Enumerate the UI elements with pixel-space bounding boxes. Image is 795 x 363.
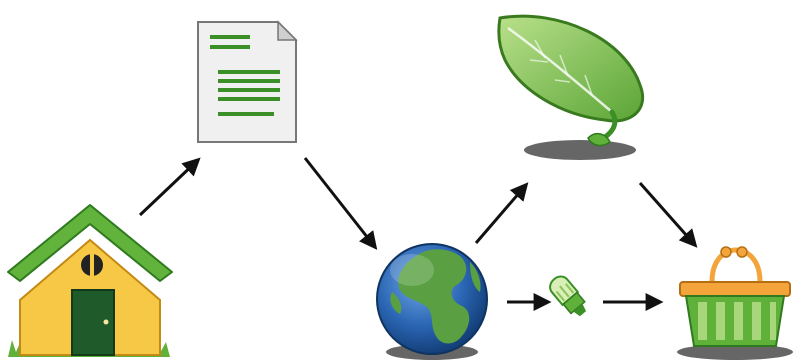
- edge-leaf-to-basket: [638, 182, 698, 248]
- house-icon: [7, 204, 173, 357]
- edge-house-to-document: [138, 157, 201, 217]
- edge-globe-to-leaf: [474, 182, 529, 244]
- shopping-basket-icon: [677, 246, 793, 360]
- document-icon: [197, 20, 298, 143]
- leaf-icon: [497, 14, 644, 160]
- edge-document-to-globe: [303, 157, 378, 250]
- diagram-edges: [138, 157, 698, 311]
- globe-icon: [376, 243, 488, 360]
- energy-saving-bulb-icon: [549, 275, 587, 317]
- house-window: [81, 254, 103, 276]
